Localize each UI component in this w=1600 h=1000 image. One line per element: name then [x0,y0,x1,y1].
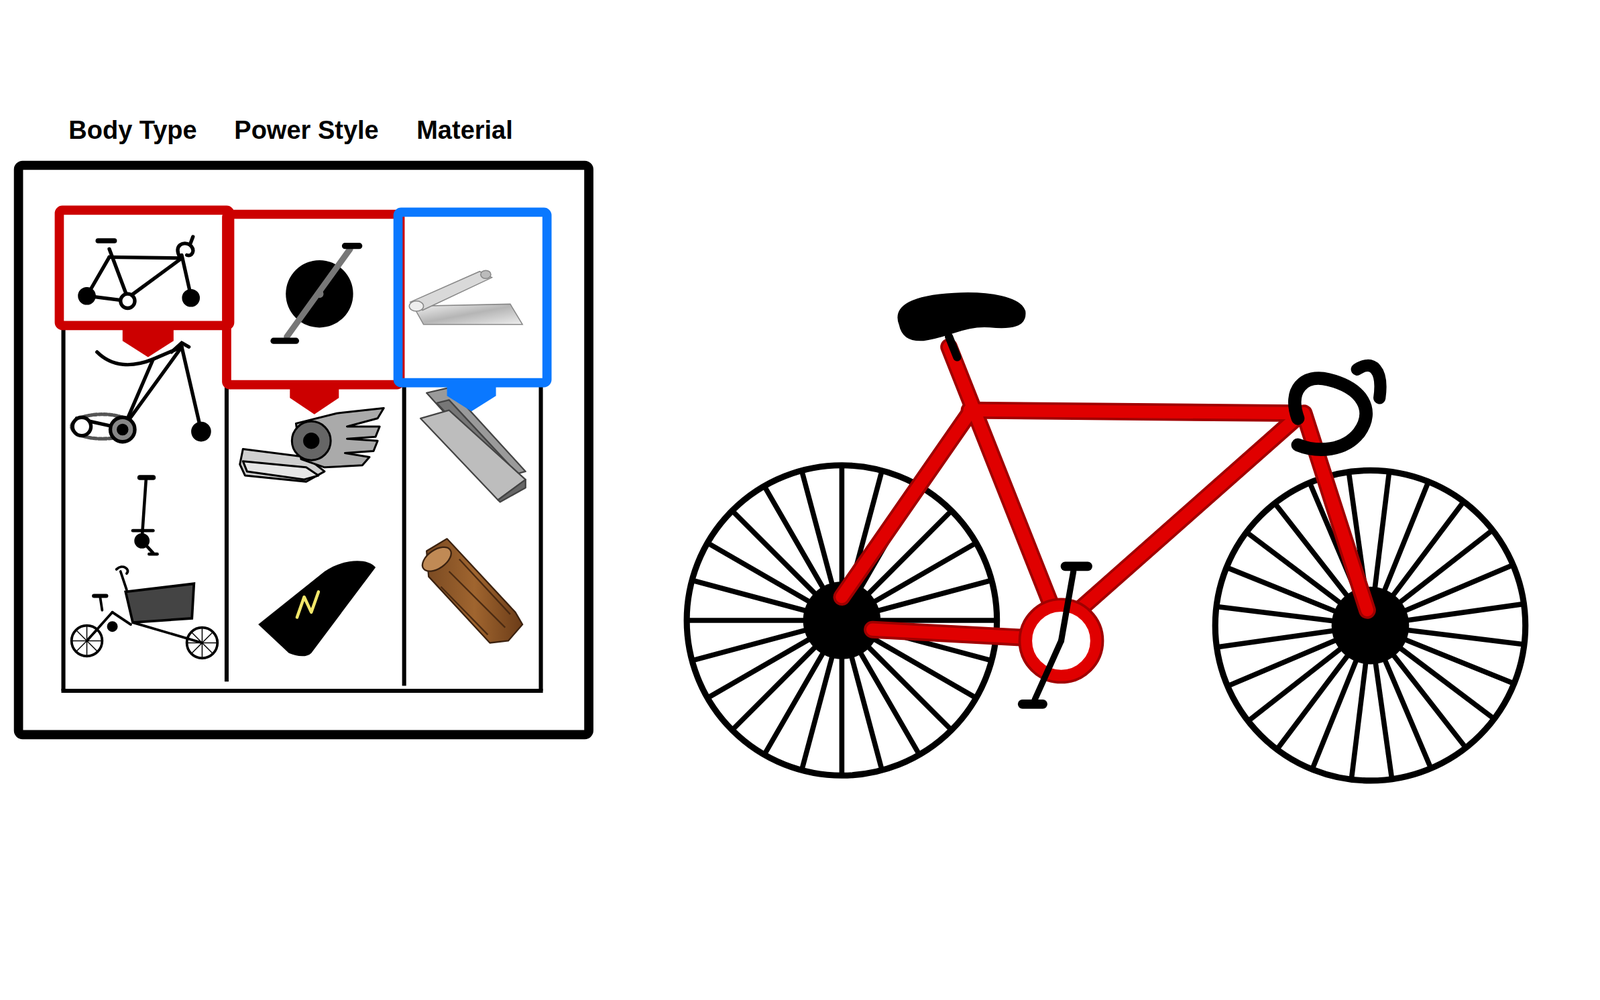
spoke [1351,655,1367,778]
column-header: Material [416,116,513,145]
spoke [849,649,882,768]
foil-roll-icon [409,270,523,325]
spoke [868,543,975,605]
spoke [856,647,919,754]
cargo-bike-icon [71,566,218,658]
spoke [1400,629,1523,644]
spoke [1218,606,1340,622]
wheel-spokes [688,467,995,774]
spoke [839,467,845,591]
spoke [1218,629,1340,647]
battery-icon [258,560,376,656]
spoke [694,580,813,613]
spoke [1374,655,1392,778]
recumbent-bike-icon [71,342,210,442]
pedal-crank-icon [273,246,360,341]
bicycle-frame [841,346,1368,676]
spoke [802,472,834,591]
bicycle-wheels [686,465,1526,781]
spoke [871,580,990,613]
spoke [694,628,813,660]
column-header: Body Type [68,116,197,145]
spoke [1374,473,1389,595]
spoke [765,487,827,594]
road-bike-icon [79,236,198,309]
selection-box [59,209,547,414]
spoke [1400,604,1523,621]
spoke [1278,649,1352,748]
spoke [1394,643,1493,718]
outer-frame [18,164,589,735]
unicycle-icon [132,477,158,554]
bicycle-parts [898,293,1381,705]
wheel-spokes [1218,473,1523,778]
spoke [709,635,816,697]
spoke [1388,502,1463,601]
spoke [1247,533,1346,607]
column-header: Power Style [234,116,379,145]
spoke [839,651,845,774]
spoke [802,649,834,768]
wood-log-icon [418,538,524,643]
spoke [688,617,812,623]
hand-crank-icon [240,408,385,483]
